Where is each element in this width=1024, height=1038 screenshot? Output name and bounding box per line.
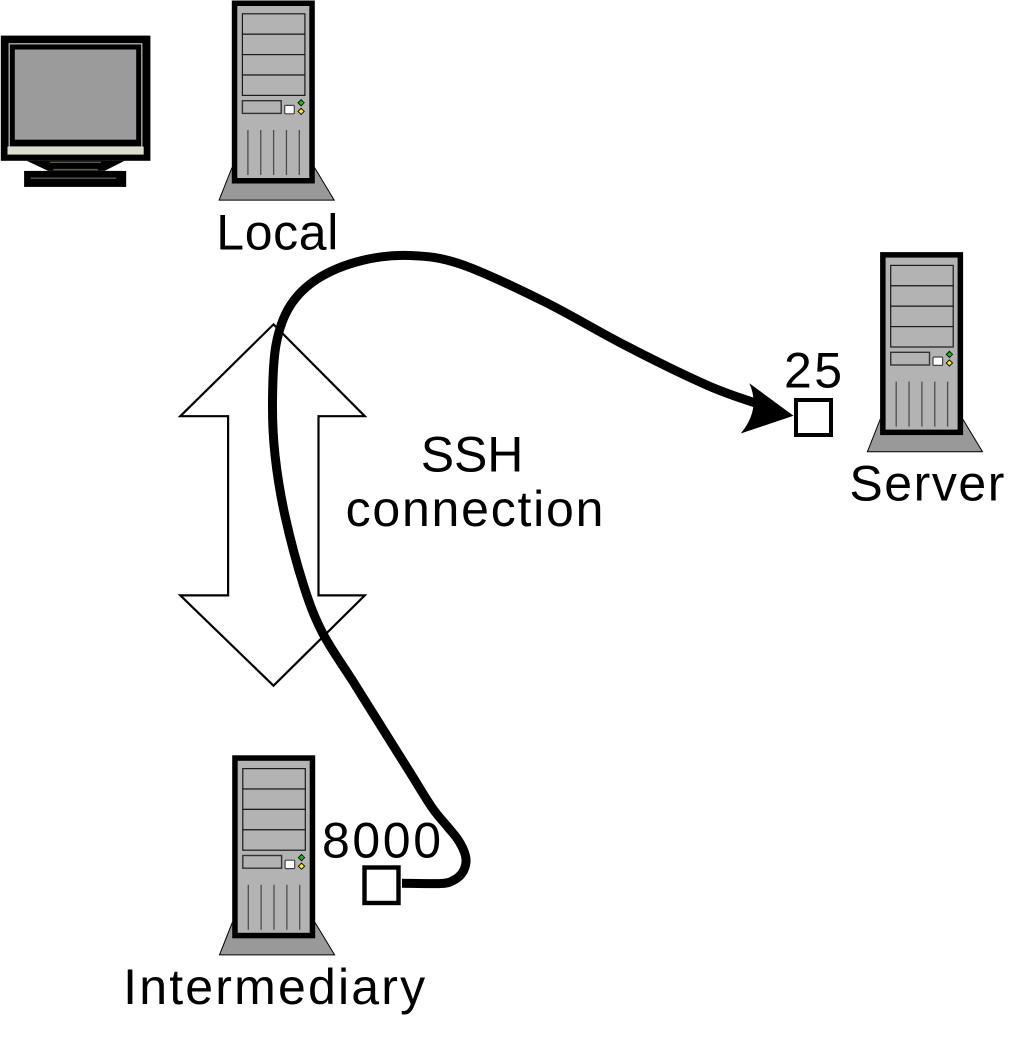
svg-text:Server: Server <box>849 455 1004 511</box>
svg-text:connection: connection <box>346 481 604 537</box>
svg-text:Intermediary: Intermediary <box>123 959 425 1015</box>
svg-text:SSH: SSH <box>421 426 524 482</box>
svg-text:Local: Local <box>216 204 338 260</box>
